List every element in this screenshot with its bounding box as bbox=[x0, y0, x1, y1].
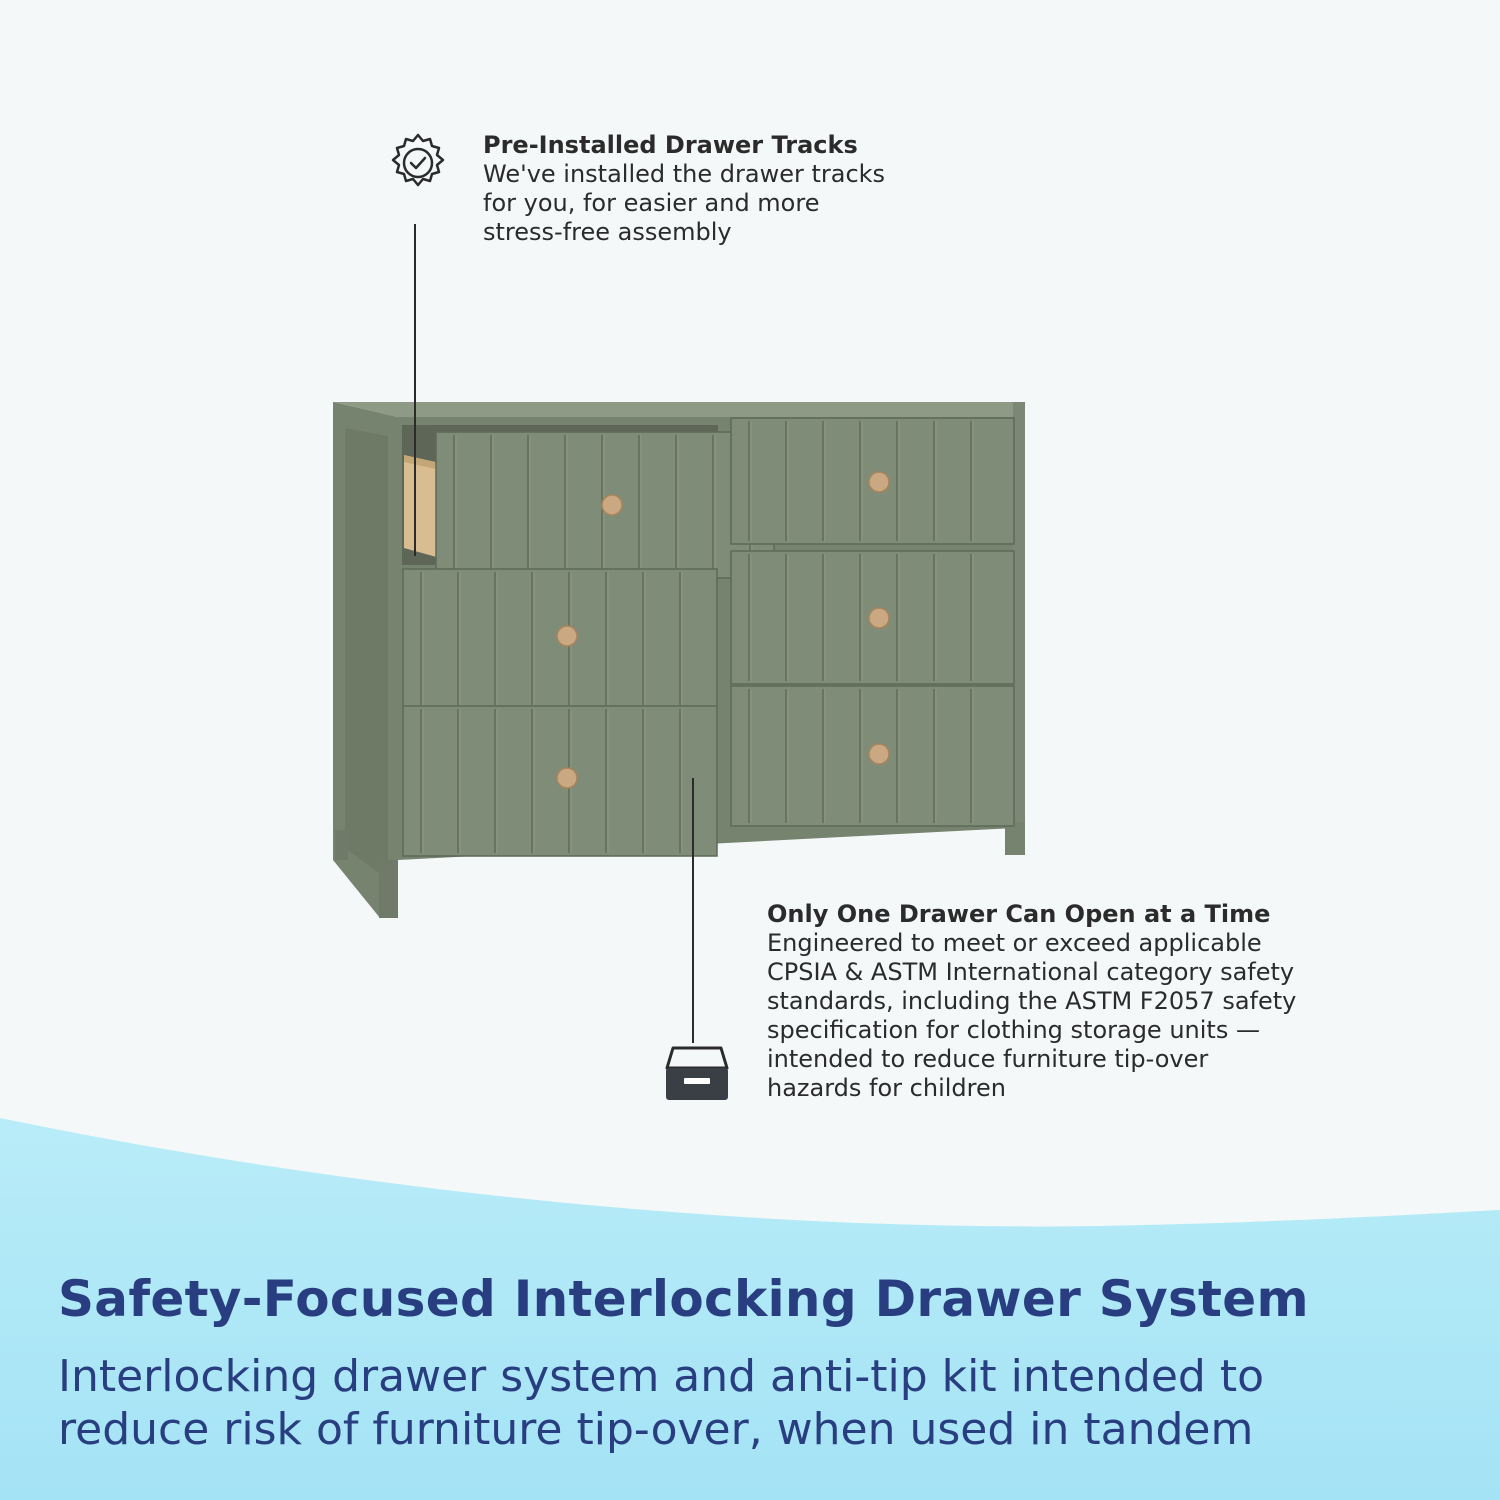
tracks-leader-line bbox=[414, 224, 416, 556]
drawer-top-left-open bbox=[435, 431, 775, 579]
banner-subtitle: Interlocking drawer system and anti-tip … bbox=[58, 1351, 1265, 1455]
tracks-body: We've installed the drawer tracks for yo… bbox=[483, 160, 886, 246]
drawer-knob bbox=[868, 471, 890, 493]
drawer-top-right bbox=[730, 417, 1015, 545]
drawer-knob bbox=[868, 743, 890, 765]
one-drawer-body: Engineered to meet or exceed applicable … bbox=[767, 929, 1297, 1102]
drawer-knob bbox=[601, 494, 623, 516]
one-drawer-title: Only One Drawer Can Open at a Time bbox=[767, 900, 1271, 928]
drawer-bottom-left bbox=[402, 705, 718, 857]
drawer-middle-right bbox=[730, 550, 1015, 685]
drawer-icon bbox=[665, 1046, 729, 1100]
drawer-knob bbox=[556, 767, 578, 789]
banner-title: Safety-Focused Interlocking Drawer Syste… bbox=[58, 1270, 1309, 1328]
drawer-bottom-right bbox=[730, 685, 1015, 827]
drawer-knob bbox=[868, 607, 890, 629]
one-drawer-callout: Only One Drawer Can Open at a Time Engin… bbox=[767, 900, 1357, 1103]
one-drawer-leader-line bbox=[692, 778, 694, 1043]
drawer-middle-left bbox=[402, 568, 718, 709]
drawer-knob bbox=[556, 625, 578, 647]
gear-check-icon bbox=[391, 133, 445, 187]
tracks-title: Pre-Installed Drawer Tracks bbox=[483, 131, 858, 159]
tracks-callout: Pre-Installed Drawer Tracks We've instal… bbox=[483, 131, 943, 247]
